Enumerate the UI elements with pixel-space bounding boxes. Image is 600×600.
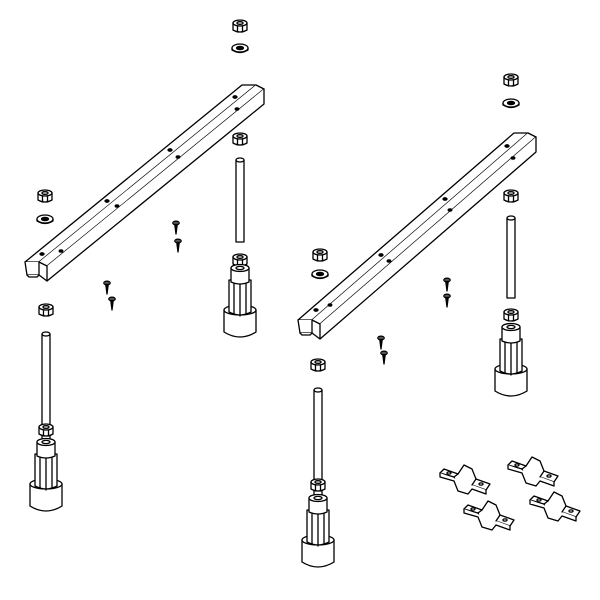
washer-left-mid	[36, 214, 54, 225]
wood-screw-7	[377, 335, 385, 350]
hex-nut-right-mid	[312, 248, 328, 262]
mounting-bracket-1	[439, 464, 491, 495]
adjustable-foot-right-front	[301, 493, 335, 568]
adjustable-foot-left-front	[29, 437, 63, 512]
wood-screw-4	[108, 296, 116, 311]
left-channel-rail	[25, 85, 264, 281]
washer-right-top	[502, 98, 520, 109]
hex-nut-left-top	[232, 19, 248, 33]
wood-screw-2	[174, 238, 182, 253]
washer-right-mid	[311, 269, 329, 280]
hex-nut-left-rod-front	[38, 303, 54, 317]
hex-nut-left-foot-front	[38, 423, 54, 437]
mounting-bracket-3	[463, 500, 515, 531]
mounting-bracket-2	[507, 456, 559, 487]
hex-nut-right-top	[503, 73, 519, 87]
wood-screw-5	[443, 277, 451, 292]
hex-nut-right-foot-front	[310, 478, 326, 492]
hex-nut-left-rod-top	[232, 132, 248, 146]
adjustable-foot-left-back	[223, 263, 257, 338]
hex-nut-right-foot-back	[503, 308, 519, 322]
hex-nut-left-mid	[37, 189, 53, 203]
washer-left-top	[231, 43, 249, 54]
hex-nut-right-rod-front	[310, 358, 326, 372]
threaded-rod-right-back	[507, 216, 515, 298]
right-channel-rail	[298, 133, 536, 339]
wood-screw-8	[380, 350, 388, 365]
adjustable-foot-right-back	[494, 322, 528, 397]
threaded-rod-left-back	[236, 158, 244, 242]
wood-screw-1	[172, 220, 180, 235]
hex-nut-right-rod-top	[503, 189, 519, 203]
wood-screw-6	[443, 293, 451, 308]
wood-screw-3	[103, 280, 111, 295]
mounting-bracket-4	[529, 491, 581, 522]
